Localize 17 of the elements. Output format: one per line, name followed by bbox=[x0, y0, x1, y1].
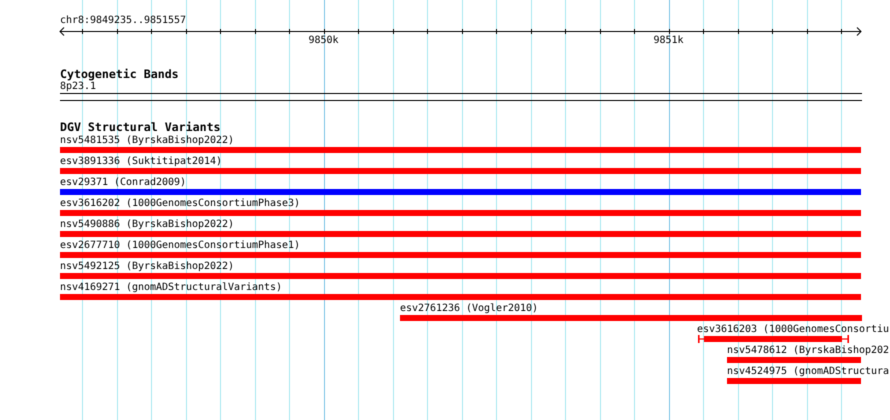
variant-label: esv3616203 (1000GenomesConsortiu bbox=[697, 324, 890, 335]
track-title: DGV Structural Variants bbox=[60, 121, 221, 134]
variant-label: esv29371 (Conrad2009) bbox=[60, 177, 186, 188]
variant-label: nsv5481535 (ByrskaBishop2022) bbox=[60, 135, 234, 146]
variant-label: nsv4524975 (gnomADStructura bbox=[727, 366, 890, 377]
tick-label: 9850k bbox=[308, 34, 338, 46]
variant-label: nsv5490886 (ByrskaBishop2022) bbox=[60, 219, 234, 230]
variant-label: nsv5478612 (ByrskaBishop202 bbox=[727, 345, 890, 356]
variant-label: nsv5492125 (ByrskaBishop2022) bbox=[60, 261, 234, 272]
band-label: 8p23.1 bbox=[60, 81, 96, 92]
tick-label: 9851k bbox=[654, 34, 684, 46]
variant-label: esv3891336 (Suktitipat2014) bbox=[60, 156, 222, 167]
variant-label: esv3616202 (1000GenomesConsortiumPhase3) bbox=[60, 198, 300, 209]
variant-label: nsv4169271 (gnomADStructuralVariants) bbox=[60, 282, 282, 293]
coordinate-range-label: chr8:9849235..9851557 bbox=[60, 15, 186, 26]
variant-label: esv2677710 (1000GenomesConsortiumPhase1) bbox=[60, 240, 300, 251]
variant-label: esv2761236 (Vogler2010) bbox=[400, 303, 538, 314]
